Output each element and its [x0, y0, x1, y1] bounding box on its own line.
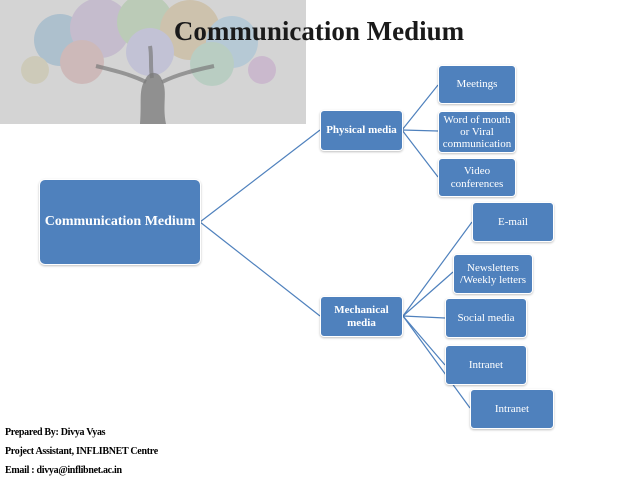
credits-prepared-by: Prepared By: Divya Vyas	[5, 427, 106, 438]
credits-email: Email : divya@inflibnet.ac.in	[5, 465, 122, 476]
tree-background-image	[0, 0, 306, 124]
connector-mechanical-email	[402, 221, 473, 317]
node-video-conferences: Video conferences	[438, 158, 516, 197]
connector-physical-meetings	[401, 84, 439, 131]
credits-block: Prepared By: Divya Vyas Project Assistan…	[5, 423, 158, 480]
node-newsletters: Newsletters /Weekly letters	[453, 254, 533, 294]
node-physical-media: Physical media	[320, 110, 403, 151]
node-meetings: Meetings	[438, 65, 516, 104]
connector-physical-word	[401, 129, 439, 132]
connector-mechanical-intranet-2	[402, 315, 471, 409]
node-root: Communication Medium	[39, 179, 201, 265]
node-email: E-mail	[472, 202, 554, 242]
node-social-media: Social media	[445, 298, 527, 338]
credits-position: Project Assistant, INFLIBNET Centre	[5, 446, 158, 457]
node-intranet-2: Intranet	[470, 389, 554, 429]
connector-root-physical	[199, 129, 321, 223]
node-intranet-1: Intranet	[445, 345, 527, 385]
node-mechanical-media: Mechanical media	[320, 296, 403, 337]
connector-mechanical-newsletters	[402, 271, 454, 317]
connector-root-mechanical	[199, 221, 321, 317]
connector-physical-video	[401, 129, 439, 178]
connector-mechanical-intranet-1	[402, 315, 446, 366]
page-title: Communication Medium	[173, 16, 465, 46]
node-word-of-mouth: Word of mouth or Viral communication	[438, 111, 516, 153]
connector-mechanical-social	[402, 315, 446, 319]
